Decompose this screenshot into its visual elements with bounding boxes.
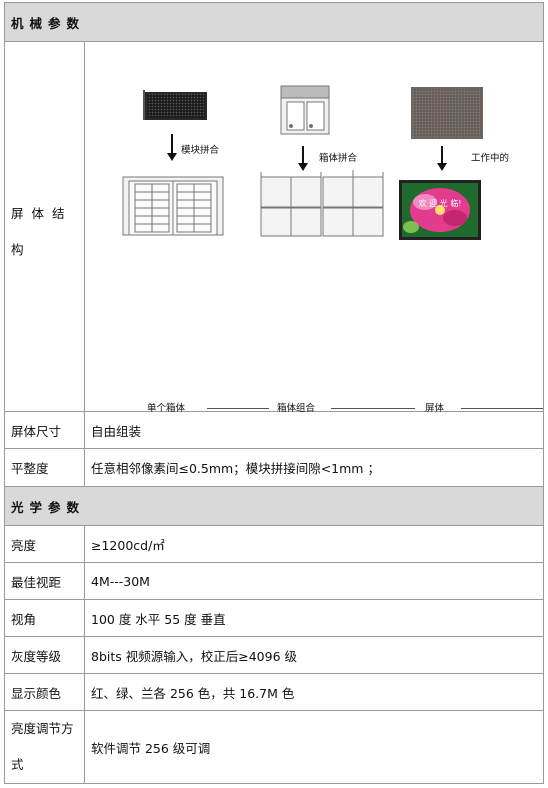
label-screen: 屏体 bbox=[425, 403, 445, 414]
screen-welcome-text: 欢 迎 光 临! bbox=[419, 198, 462, 208]
mechanical-params-header: 机械参数 bbox=[4, 2, 544, 42]
cabinet-assembly-image bbox=[260, 170, 384, 237]
table-row-screen-size: 屏体尺寸 自由组装 bbox=[4, 412, 544, 449]
row-value: 软件调节 256 级可调 bbox=[91, 740, 211, 756]
spec-sheet: 机械参数 屏体结构 bbox=[4, 2, 544, 784]
table-row-display-colors: 显示颜色 红、绿、兰各 256 色，共 16.7M 色 bbox=[4, 674, 544, 711]
label-cabinet-combo: 箱体组合 bbox=[277, 403, 316, 414]
table-row-flatness: 平整度 任意相邻像素间≤0.5mm；模块拼接间隙<1mm ； bbox=[4, 449, 544, 487]
row-value: 4M---30M bbox=[91, 573, 150, 589]
divider-line bbox=[461, 408, 543, 409]
divider-line bbox=[207, 408, 269, 409]
table-row-brightness: 亮度 ≥1200cd/㎡ bbox=[4, 526, 544, 563]
row-label-cell: 亮度调节方式 bbox=[5, 711, 85, 783]
row-value: 自由组装 bbox=[91, 423, 142, 439]
caption-working: 工作中的 bbox=[471, 153, 510, 164]
caption-module-join: 模块拼合 bbox=[181, 145, 220, 156]
table-row-grayscale: 灰度等级 8bits 视频源输入，校正后≥4096 级 bbox=[4, 637, 544, 674]
row-value: ≥1200cd/㎡ bbox=[91, 537, 165, 553]
row-value: 红、绿、兰各 256 色，共 16.7M 色 bbox=[91, 685, 295, 701]
row-label: 视角 bbox=[5, 600, 85, 636]
row-label: 显示颜色 bbox=[5, 674, 85, 710]
led-module-image bbox=[143, 90, 207, 120]
working-screen-image: 欢 迎 光 临! bbox=[399, 180, 481, 240]
caption-cabinet-join: 箱体拼合 bbox=[319, 153, 358, 164]
optical-params-header: 光学参数 bbox=[4, 487, 544, 526]
row-value: 任意相邻像素间≤0.5mm；模块拼接间隙<1mm ； bbox=[91, 461, 380, 476]
label-single-cabinet: 单个箱体 bbox=[147, 403, 186, 414]
row-label: 亮度 bbox=[5, 526, 85, 562]
arrow-head-icon bbox=[298, 163, 308, 171]
cabinet-back-image bbox=[280, 85, 330, 135]
row-value: 8bits 视频源输入，校正后≥4096 级 bbox=[91, 648, 298, 664]
screen-module-image bbox=[411, 87, 483, 139]
row-label: 平整度 bbox=[5, 449, 85, 486]
arrow-icon bbox=[441, 146, 443, 164]
structure-illustrations: 欢 迎 光 临! bbox=[122, 85, 483, 240]
structure-label-cell: 屏体结构 bbox=[5, 42, 85, 411]
structure-label: 屏体结构 bbox=[11, 206, 73, 257]
arrow-icon bbox=[302, 146, 304, 164]
row-label: 亮度调节方式 bbox=[11, 721, 74, 772]
table-row-viewing-angle: 视角 100 度 水平 55 度 垂直 bbox=[4, 600, 544, 637]
divider-line bbox=[331, 408, 415, 409]
row-label: 最佳视距 bbox=[5, 563, 85, 599]
table-row-viewing-distance: 最佳视距 4M---30M bbox=[4, 563, 544, 600]
arrow-head-icon bbox=[167, 153, 177, 161]
arrow-icon bbox=[171, 134, 173, 154]
table-row-brightness-adjust: 亮度调节方式 软件调节 256 级可调 bbox=[4, 711, 544, 784]
optical-params-title: 光学参数 bbox=[11, 499, 86, 515]
arrow-head-icon bbox=[437, 163, 447, 171]
mechanical-params-title: 机械参数 bbox=[11, 15, 86, 31]
structure-row: 屏体结构 bbox=[4, 42, 544, 414]
row-value: 100 度 水平 55 度 垂直 bbox=[91, 611, 226, 627]
row-label: 屏体尺寸 bbox=[5, 412, 85, 448]
cabinet-frame-image bbox=[122, 176, 224, 236]
row-label: 灰度等级 bbox=[5, 637, 85, 673]
